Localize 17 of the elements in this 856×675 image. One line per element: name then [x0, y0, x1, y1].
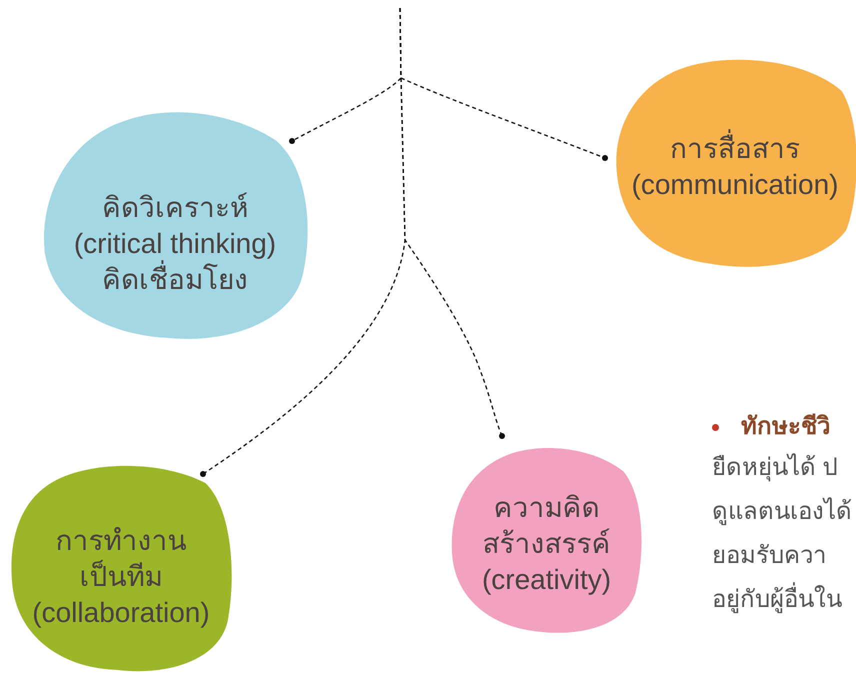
node-text: คิดเชื่อมโยง: [102, 262, 248, 298]
node-text: (communication): [632, 168, 838, 202]
body-text: อยู่กับผู้อื่นใน: [712, 578, 852, 622]
node-text: สร้างสรรค์: [482, 527, 610, 561]
node-text: (critical thinking): [74, 227, 276, 260]
node-text: (creativity): [482, 563, 612, 597]
body-text: ยอมรับควา: [712, 541, 827, 571]
node-text: การทำงาน: [56, 524, 186, 558]
body-text: ดูแลตนเองได้: [712, 496, 852, 528]
node-text: ความคิด: [494, 491, 600, 525]
node-text: เป็นทีม: [80, 559, 162, 594]
node-text: คิดวิเคราะห์: [102, 191, 248, 225]
node-text: (collaboration): [32, 596, 210, 630]
heading-text: ทักษะชีวิ: [741, 412, 830, 442]
node-text: การสื่อสาร: [670, 130, 800, 166]
dashed-connector: [399, 8, 505, 439]
body-text: ยืดหยุ่นได้ ป: [712, 452, 839, 484]
